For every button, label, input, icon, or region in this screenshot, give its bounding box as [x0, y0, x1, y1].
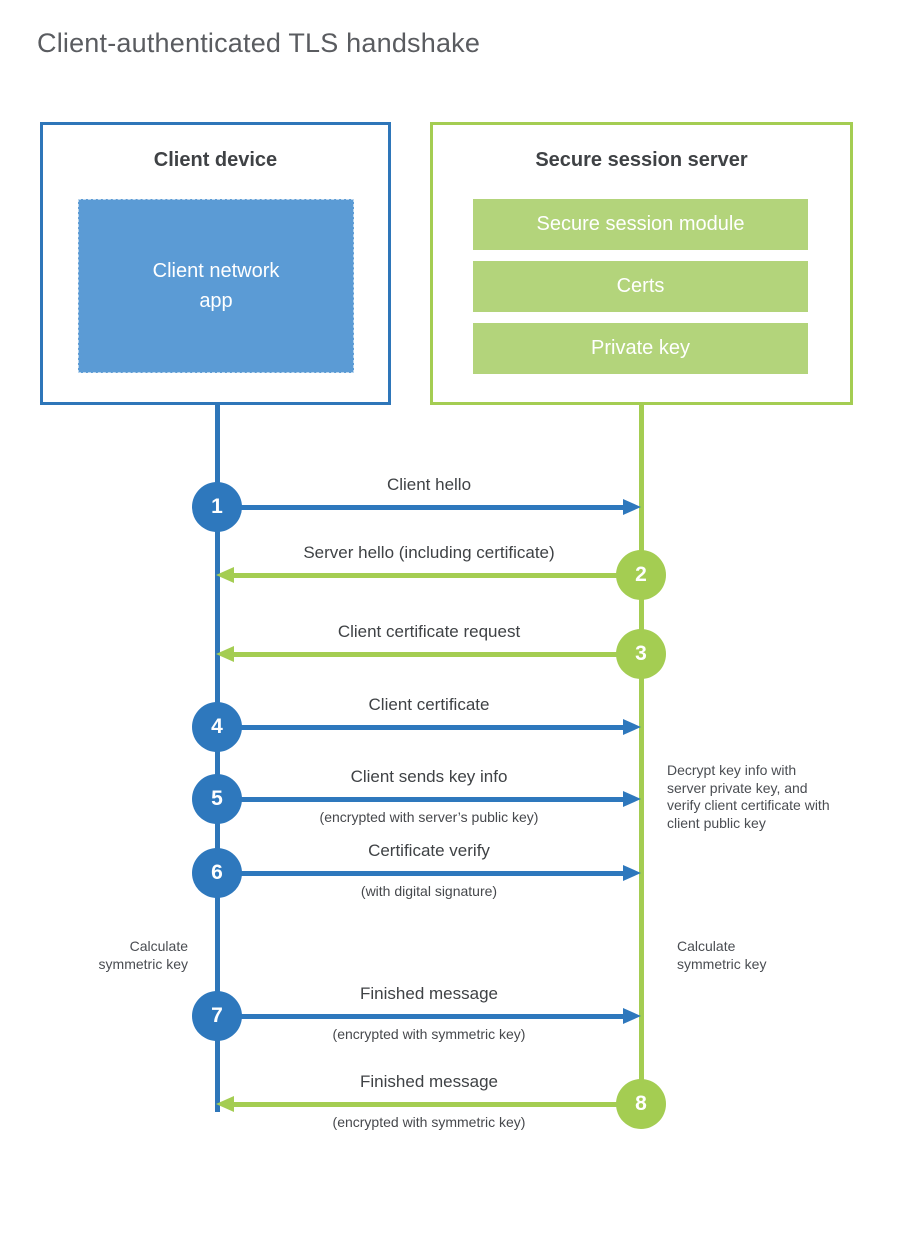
step-8-sublabel: (encrypted with symmetric key) — [332, 1114, 526, 1130]
client-network-app-label: Client network app — [152, 260, 280, 312]
step-3-circle: 3 — [616, 629, 666, 679]
step-8-arrowhead-icon — [216, 1096, 234, 1112]
step-5-sublabel: (encrypted with server’s public key) — [319, 809, 539, 825]
step-6-arrowhead-icon — [623, 865, 641, 881]
client-lifeline — [215, 404, 220, 1112]
step-8-circle: 8 — [616, 1079, 666, 1129]
server-private-key-bar: Private key — [473, 323, 808, 374]
step-7-arrow-line — [220, 1014, 624, 1019]
server-decrypt-key-info-note: Decrypt key info with server private key… — [667, 762, 830, 831]
client-calculate-symmetric-key-note: Calculate symmetric key — [98, 938, 188, 972]
step-1-circle: 1 — [192, 482, 242, 532]
server-lifeline — [639, 404, 644, 1104]
step-8-arrow-line — [234, 1102, 638, 1107]
client-device-title: Client device — [153, 149, 278, 171]
server-certs-bar: Certs — [473, 261, 808, 312]
step-7-label: Finished message — [360, 984, 498, 1003]
step-5-circle: 5 — [192, 774, 242, 824]
step-3-arrow-line — [234, 652, 638, 657]
server-secure-session-module-bar: Secure session module — [473, 199, 808, 250]
step-5-label: Client sends key info — [350, 767, 508, 786]
step-2-label: Server hello (including certificate) — [303, 543, 555, 562]
secure-session-server-box: Secure session server Secure session mod… — [430, 122, 853, 405]
secure-session-server-title: Secure session server — [535, 149, 748, 171]
step-4-arrow-line — [220, 725, 624, 730]
step-3-arrowhead-icon — [216, 646, 234, 662]
diagram-title: Client-authenticated TLS handshake — [37, 28, 481, 58]
client-network-app-box: Client network app — [78, 199, 354, 373]
step-2-arrow-line — [234, 573, 638, 578]
step-1-arrowhead-icon — [623, 499, 641, 515]
step-4-circle: 4 — [192, 702, 242, 752]
step-4-label: Client certificate — [368, 695, 490, 714]
step-7-circle: 7 — [192, 991, 242, 1041]
step-5-arrowhead-icon — [623, 791, 641, 807]
step-3-label: Client certificate request — [337, 622, 521, 641]
client-device-box: Client device Client network app — [40, 122, 391, 405]
step-4-arrowhead-icon — [623, 719, 641, 735]
step-6-arrow-line — [220, 871, 624, 876]
step-2-arrowhead-icon — [216, 567, 234, 583]
step-8-label: Finished message — [360, 1072, 498, 1091]
step-5-arrow-line — [220, 797, 624, 802]
step-6-sublabel: (with digital signature) — [360, 883, 498, 899]
step-2-circle: 2 — [616, 550, 666, 600]
step-6-circle: 6 — [192, 848, 242, 898]
step-6-label: Certificate verify — [368, 841, 490, 860]
server-calculate-symmetric-key-note: Calculate symmetric key — [677, 938, 767, 972]
step-1-label: Client hello — [386, 475, 472, 494]
step-1-arrow-line — [220, 505, 624, 510]
step-7-arrowhead-icon — [623, 1008, 641, 1024]
step-7-sublabel: (encrypted with symmetric key) — [332, 1026, 526, 1042]
